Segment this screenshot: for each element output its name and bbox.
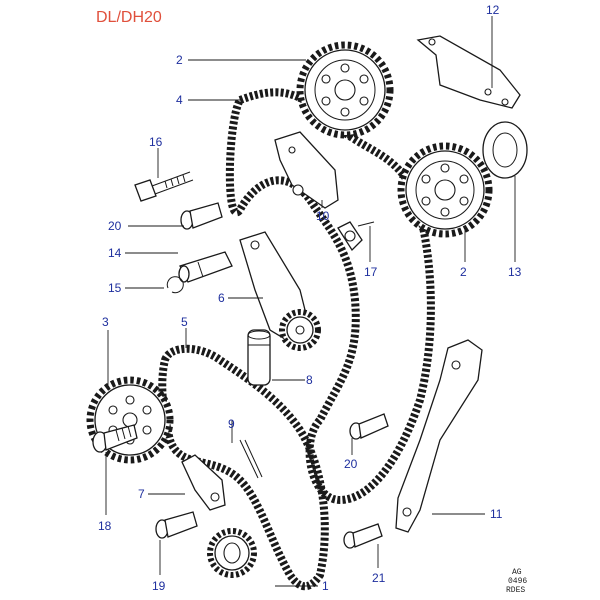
chain-tensioner-arm xyxy=(239,231,321,351)
upper-timing-chain xyxy=(225,88,435,505)
bolt-shoulder-lower xyxy=(155,511,198,539)
chain-guide-upper xyxy=(274,131,339,209)
sprocket-bolt xyxy=(92,424,138,453)
camshaft-sprocket-upper xyxy=(296,41,394,139)
callout-5: 5 xyxy=(181,315,188,329)
callout-10: 10 xyxy=(316,209,330,223)
callout-3: 3 xyxy=(102,315,109,329)
callout-21: 21 xyxy=(372,571,386,585)
callout-7: 7 xyxy=(138,487,145,501)
callout-14: 14 xyxy=(108,246,122,260)
drawing-stamp: AG 0496 RDES xyxy=(506,568,527,595)
callout-12: 12 xyxy=(486,3,500,17)
sleeve-bolt xyxy=(337,221,375,252)
chain-guide-lower xyxy=(181,454,226,511)
pivot-pin xyxy=(178,251,233,283)
callout-2-lower: 2 xyxy=(460,265,467,279)
bolt-long xyxy=(134,171,194,202)
callout-15: 15 xyxy=(108,281,122,295)
chain-guide-rail xyxy=(395,339,483,533)
diagram-title: DL/DH20 xyxy=(96,9,162,26)
callout-18: 18 xyxy=(98,519,112,533)
circlip xyxy=(166,276,184,294)
lower-timing-chain xyxy=(158,344,329,591)
callout-16: 16 xyxy=(149,135,163,149)
guide-bolt-lower xyxy=(343,523,383,549)
spring-pin xyxy=(239,439,263,479)
mounting-bracket xyxy=(416,35,521,109)
callout-13: 13 xyxy=(508,265,522,279)
callout-2-upper: 2 xyxy=(176,53,183,67)
crankshaft-sprocket-small xyxy=(207,528,257,578)
camshaft-sprocket-right xyxy=(397,142,493,238)
callout-1: 1 xyxy=(322,579,329,593)
stamp-line-3: RDES xyxy=(506,586,525,595)
callout-17: 17 xyxy=(364,265,378,279)
callout-8: 8 xyxy=(306,373,313,387)
bolt-shoulder-upper xyxy=(180,202,223,230)
callout-19: 19 xyxy=(152,579,166,593)
tensioner-plunger xyxy=(247,329,271,386)
leader-lines xyxy=(105,16,516,587)
callout-20-lower: 20 xyxy=(344,457,358,471)
guide-bolt-upper xyxy=(349,413,389,440)
callout-labels: 12 2 4 16 10 20 14 17 2 13 15 6 3 5 8 9 … xyxy=(98,3,522,593)
callout-11: 11 xyxy=(490,507,503,521)
seal-ring xyxy=(482,121,528,179)
callout-6: 6 xyxy=(218,291,225,305)
callout-20-upper: 20 xyxy=(108,219,122,233)
callout-9: 9 xyxy=(228,417,235,431)
callout-4: 4 xyxy=(176,93,183,107)
stamp-line-2: 0496 xyxy=(508,577,527,586)
stamp-line-1: AG xyxy=(512,568,522,577)
